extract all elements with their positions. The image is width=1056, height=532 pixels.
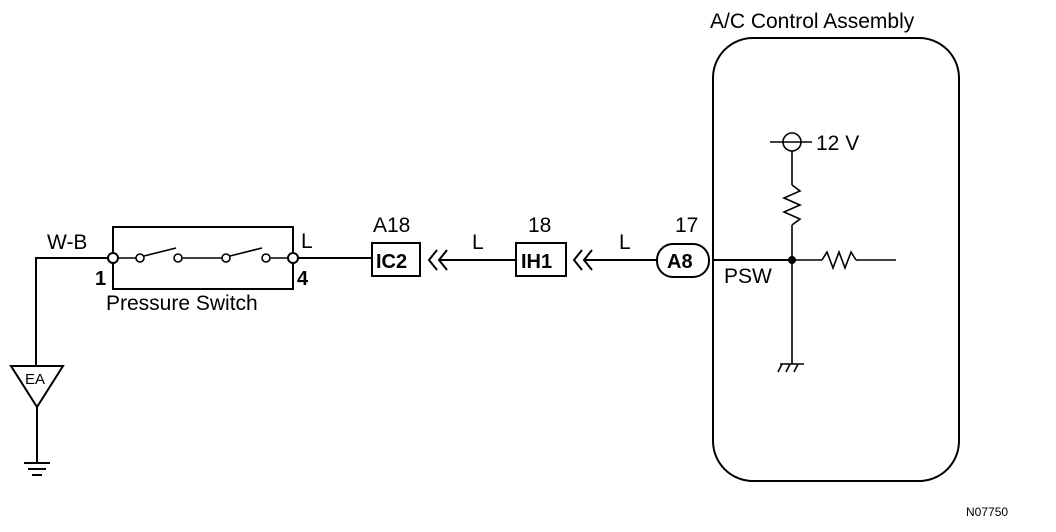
series-resistor-icon: [792, 249, 896, 271]
ground-point-label: EA: [25, 371, 45, 388]
earth-ground-icon: [24, 462, 50, 476]
switch-terminal-right: [287, 252, 299, 264]
voltage-source-icon: [770, 132, 812, 152]
chassis-ground-icon: [777, 363, 804, 373]
connector-a8-pin: 17: [675, 214, 698, 237]
connector-ic2-label: IC2: [376, 251, 407, 273]
ground-point-ea-icon: [9, 365, 65, 409]
wire-color-l-2: L: [472, 231, 484, 254]
voltage-label: 12 V: [816, 132, 859, 155]
figure-code: N07750: [966, 505, 1008, 519]
connector-chevron-icon: [427, 249, 448, 271]
connector-ih1-pin: 18: [528, 214, 551, 237]
wire-color-l-3: L: [619, 231, 631, 254]
connector-ih1-label: IH1: [521, 251, 552, 273]
pressure-switch-label: Pressure Switch: [106, 292, 258, 315]
wire-color-l-1: L: [301, 230, 313, 253]
switch-pin-right: 4: [297, 268, 309, 290]
ac-control-assembly-title: A/C Control Assembly: [710, 10, 915, 33]
switch-pin-left: 1: [95, 268, 106, 290]
pullup-resistor-icon: [782, 151, 802, 260]
wire-color-wb: W-B: [47, 231, 87, 254]
connector-chevron-icon: [572, 249, 593, 271]
switch-contacts-icon: [113, 247, 293, 263]
switch-terminal-left: [107, 252, 119, 264]
connector-a8-label: A8: [667, 251, 693, 273]
connector-ic2: [371, 242, 421, 277]
connector-ic2-pin: A18: [373, 214, 410, 237]
psw-terminal-label: PSW: [724, 265, 772, 288]
